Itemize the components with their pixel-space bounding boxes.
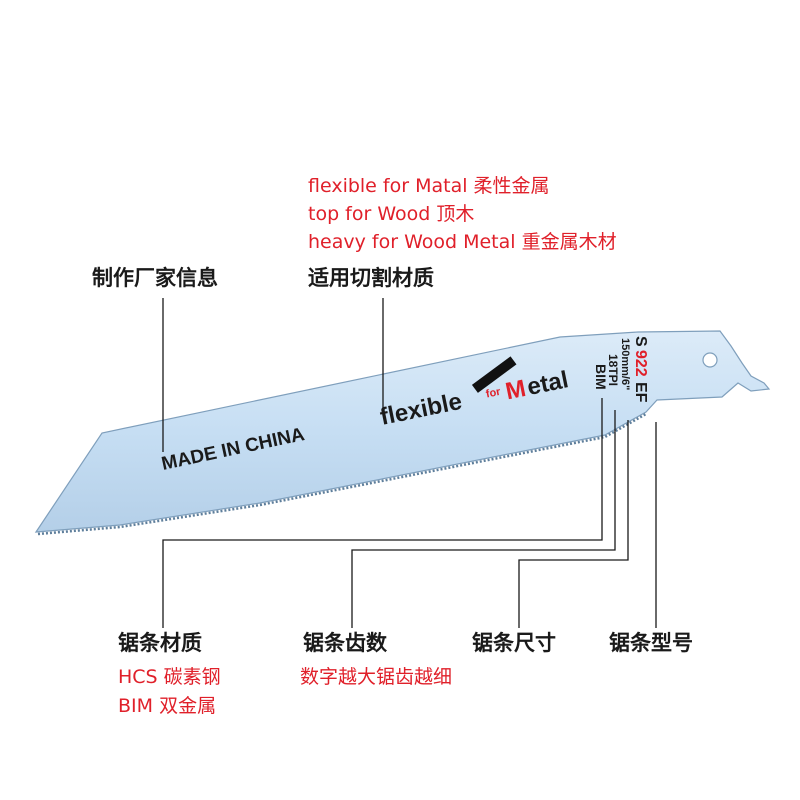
size-print: 150mm/6" [619,338,631,390]
spec-print: S 922 EF [632,336,649,403]
saw-blade [34,330,771,536]
tang-hole [702,352,718,368]
material-option-hcs: HCS 碳素钢 [118,666,221,688]
label-blade-material: 锯条材质 [118,631,202,655]
blade-body [34,330,771,533]
material-print: BIM [593,364,609,390]
label-tooth-count: 锯条齿数 [303,631,387,655]
blade-teeth [37,412,647,536]
leader-blade-size [518,420,629,628]
label-blade-size: 锯条尺寸 [472,631,556,655]
leader-tooth-count [351,410,616,628]
manufacturer-heading: 制作厂家信息 [92,266,218,290]
material-option-bim: BIM 双金属 [118,695,217,717]
materials-heading: 适用切割材质 [308,266,434,290]
brand-slash-black [471,356,517,393]
label-blade-model: 锯条型号 [609,631,693,655]
model-number: 922 [632,350,649,377]
material-line-heavy: heavy for Wood Metal 重金属木材 [308,231,617,253]
leader-blade-material [162,398,603,628]
leader-lines [162,298,657,628]
material-line-flexible: flexible for Matal 柔性金属 [308,175,550,197]
brand-for: for [485,386,502,401]
model-suffix: EF [632,382,649,403]
tooth-count-note: 数字越大锯齿越细 [300,666,453,688]
model-s: S [632,336,649,347]
tpi-print: 18TPI [606,354,620,386]
material-line-top-wood: top for Wood 顶木 [308,203,475,225]
